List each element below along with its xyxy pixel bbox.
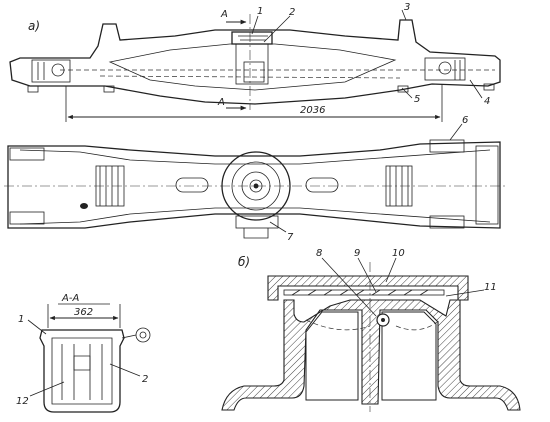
wear-strip [283, 289, 445, 296]
callout-7: 7 [287, 232, 294, 243]
view-label-a: а) [28, 19, 40, 33]
section-aa-pivot [73, 355, 91, 371]
wear-strip-hatch [291, 289, 429, 296]
callout-9: 9 [354, 248, 360, 259]
plan-view: 6 7 [4, 115, 505, 243]
cavity-right [381, 311, 437, 401]
right-spring-seat [424, 57, 466, 81]
bolster-side-web [108, 43, 397, 91]
slot-left [175, 177, 209, 193]
cavity-left [305, 311, 359, 401]
leader-8 [321, 257, 377, 317]
enlarged-section-view: б) 8 9 10 11 [221, 248, 521, 412]
section-name: А-А [61, 293, 79, 304]
callout-4: 4 [484, 96, 490, 107]
cap-plate [267, 275, 469, 301]
center-pivot-side [231, 31, 273, 85]
callout-2b: 2 [142, 374, 148, 385]
casting-body [221, 299, 521, 411]
leader-1b [27, 319, 47, 335]
leaders-side [251, 9, 483, 99]
callout-1: 1 [257, 6, 263, 17]
dim-main-length: 2036 [300, 105, 325, 116]
callout-8: 8 [316, 248, 322, 259]
foot-right-2 [483, 83, 495, 91]
leader-2b [109, 363, 141, 377]
foot-left-2 [103, 85, 115, 93]
left-spring-seat [31, 59, 71, 83]
left-end-pads [9, 147, 125, 225]
callout-6: 6 [462, 115, 468, 126]
section-aa-view: А-А 362 1 2 12 [16, 293, 151, 413]
section-aa-boss [135, 327, 151, 343]
foot-right [397, 85, 409, 93]
leader-10 [385, 257, 397, 283]
plan-inner-outline [19, 149, 491, 225]
right-end-pads [385, 139, 499, 229]
leader-7 [269, 221, 287, 233]
hidden-lines-side [60, 69, 495, 79]
foot-left [27, 85, 39, 93]
plug [80, 203, 88, 209]
callout-2: 2 [289, 7, 295, 18]
section-mark-top: А [220, 9, 228, 20]
leader-12 [29, 381, 65, 397]
section-aa-inner [51, 337, 113, 405]
leader-11 [445, 289, 485, 297]
callout-12: 12 [16, 396, 29, 407]
dim-section-width: 362 [74, 307, 93, 318]
section-aa-ribs [61, 344, 103, 400]
side-view: а) А [9, 2, 501, 122]
bolster-plan-outline [7, 141, 501, 229]
leader-9 [357, 257, 377, 293]
hidden-arc [305, 319, 441, 331]
section-mark-bottom: А [217, 97, 225, 108]
view-label-b: б) [238, 255, 250, 269]
center-plate-plan [221, 151, 291, 239]
bolster-side-outline [9, 19, 501, 105]
callout-5: 5 [414, 94, 420, 105]
slot-right [305, 177, 339, 193]
leader-6 [449, 123, 463, 141]
section-aa-outline [39, 329, 125, 413]
callout-10: 10 [392, 248, 405, 259]
callout-3: 3 [404, 2, 410, 13]
callout-11: 11 [484, 282, 497, 293]
callout-1b: 1 [18, 314, 24, 325]
